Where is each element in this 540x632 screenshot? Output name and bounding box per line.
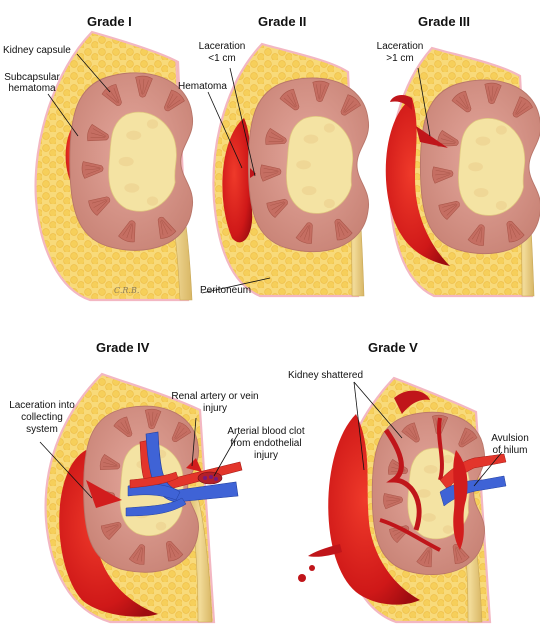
laceration-deep: [416, 126, 448, 148]
grade-1-title: Grade I: [87, 14, 132, 29]
kidney: [420, 80, 540, 254]
grade-2-illustration: [201, 42, 365, 298]
label-laceration-lt1-line1: Laceration: [198, 41, 246, 52]
hemorrhage: [328, 414, 420, 605]
label-renal-vessel-line2: injury: [203, 403, 227, 414]
laceration-small: [250, 168, 256, 178]
grade-3-panel: Grade III Laceration >1 cm: [350, 0, 540, 305]
label-laceration-gt1-line2: >1 cm: [386, 53, 414, 64]
hematoma: [222, 118, 253, 243]
renal-artery: [439, 453, 507, 491]
laceration-collecting: [86, 480, 122, 508]
label-avulsion-line2: of hilum: [492, 445, 528, 456]
label-clot-line3: injury: [254, 450, 278, 461]
label-subcapsular-line1: Subcapsular: [4, 72, 60, 83]
fracture-lines: [383, 428, 422, 531]
label-avulsion-line1: Avulsion: [491, 433, 529, 444]
grade-4-panel: Grade IV Laceration into collecting syst…: [0, 330, 305, 632]
label-renal-vessel-line1: Renal artery or vein: [171, 391, 259, 402]
label-clot-line2: from endothelial: [230, 438, 302, 449]
grade-2-panel: Grade II Laceration <1 cm Hematoma Perit…: [178, 0, 365, 305]
label-lac-collecting-line3: system: [26, 424, 58, 435]
grade-4-illustration: [39, 372, 243, 624]
grade-5-panel: Grade V Kidney shattered Avulsion of hil…: [288, 330, 540, 632]
hematoma-large: [385, 98, 450, 266]
label-subcapsular-line2: hematoma: [8, 83, 56, 94]
grade-5-illustration: [298, 376, 507, 624]
label-hematoma: Hematoma: [178, 81, 227, 92]
label-kidney-capsule: Kidney capsule: [3, 45, 71, 56]
label-kidney-shattered: Kidney shattered: [288, 370, 364, 381]
grade-1-panel: Grade I Kidney capsule Subcapsular hemat…: [0, 0, 190, 305]
grade-3-illustration: [385, 46, 540, 298]
label-lac-collecting-line1: Laceration into: [9, 400, 75, 411]
label-clot-line1: Arterial blood clot: [227, 426, 305, 437]
label-laceration-gt1-line1: Laceration: [376, 41, 424, 52]
label-peritoneum: Peritoneum: [200, 285, 252, 296]
renal-vein: [145, 431, 239, 503]
grade-4-title: Grade IV: [96, 340, 150, 355]
label-lac-collecting-line2: collecting: [21, 412, 63, 423]
label-laceration-lt1-line2: <1 cm: [208, 53, 236, 64]
artist-signature: C.R.B.: [114, 286, 140, 295]
grade-1-illustration: [34, 30, 193, 302]
grade-3-title: Grade III: [418, 14, 471, 29]
grade-2-title: Grade II: [258, 14, 307, 29]
kidney: [70, 73, 193, 251]
grade-5-title: Grade V: [368, 340, 418, 355]
